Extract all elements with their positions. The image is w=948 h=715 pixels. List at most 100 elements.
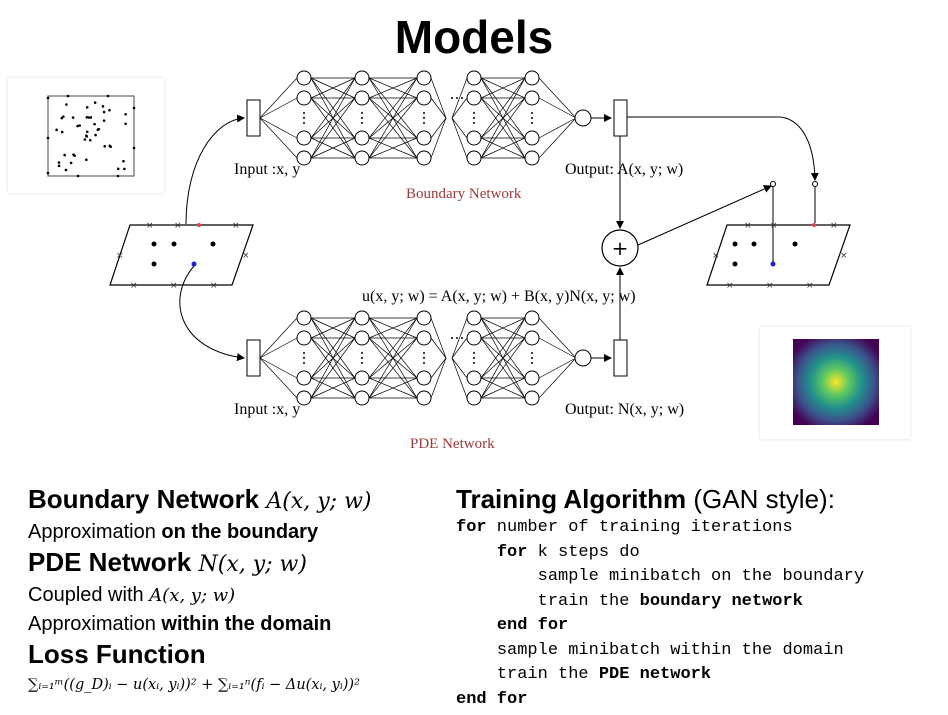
output-node [574, 109, 592, 127]
sample-point [123, 167, 126, 171]
sample-point [124, 112, 127, 116]
neuron-node [354, 390, 370, 406]
sum-node: + [601, 229, 639, 267]
sample-point [55, 128, 58, 132]
bottom-input-label: Input :x, y [234, 401, 301, 418]
neuron-node [354, 70, 370, 86]
neuron-node [524, 150, 540, 166]
algorithm-line: sample minibatch within the domain [496, 640, 844, 660]
output-layer-box [613, 99, 628, 137]
svg-text:×: × [232, 221, 240, 231]
algorithm-line: for k steps do [496, 542, 640, 562]
training-algorithm: Training Algorithm (GAN style): for numb… [456, 483, 946, 712]
sample-point [122, 159, 125, 163]
model-description: Boundary Network A(x, y; w) Approximatio… [28, 483, 448, 693]
sample-point [85, 158, 88, 161]
algorithm-line: end for [496, 616, 569, 635]
neuron-node [524, 310, 540, 326]
svg-text:×: × [840, 251, 848, 261]
neuron-node [296, 130, 312, 146]
pde-network-name: PDE Network [410, 436, 495, 452]
boundary-point [116, 174, 120, 178]
neuron-node [416, 130, 432, 146]
neuron-node [466, 330, 482, 346]
sample-point [97, 127, 101, 131]
input-layer-box [246, 99, 261, 137]
boundary-network-graph [246, 70, 628, 166]
input-layer-box [246, 339, 261, 377]
neuron-node [466, 130, 482, 146]
sample-point [101, 105, 105, 108]
composition-equation: u(x, y; w) = A(x, y; w) + B(x, y)N(x, y;… [362, 288, 636, 305]
svg-text:×: × [170, 281, 178, 291]
sample-point [57, 161, 61, 164]
neuron-node [416, 150, 432, 166]
sample-point [93, 122, 96, 126]
algorithm-title: Training Algorithm (GAN style): [456, 484, 835, 514]
top-input-label: Input :x, y [234, 161, 301, 178]
sample-point [85, 130, 89, 134]
neuron-node [296, 310, 312, 326]
boundary-point [106, 94, 110, 98]
svg-text:×: × [130, 281, 138, 291]
bottom-output-label: Output: N(x, y; w) [565, 401, 685, 418]
neuron-node [354, 330, 370, 346]
neuron-node [466, 150, 482, 166]
loss-formula: ∑ᵢ₌₁ᵐ((g_D)ᵢ − u(xᵢ, yᵢ))² + ∑ᵢ₌₁ⁿ(fᵢ − … [28, 677, 360, 693]
sample-point [71, 116, 75, 119]
neuron-node [466, 370, 482, 386]
coupled-line: Coupled with A(x, y; w) [28, 584, 236, 606]
neuron-node [354, 130, 370, 146]
neuron-node [466, 390, 482, 406]
sample-point [108, 108, 111, 112]
svg-text:×: × [242, 251, 250, 261]
pde-network-heading: PDE Network N(x, y; w) [28, 547, 307, 577]
neuron-node [466, 90, 482, 106]
boundary-network-symbol: A(x, y; w) [266, 489, 372, 514]
neuron-node [524, 90, 540, 106]
algorithm-code: for number of training iterations for k … [456, 516, 946, 712]
output-layer-box [613, 339, 628, 377]
pde-network-graph [246, 310, 628, 406]
neuron-node [354, 370, 370, 386]
sample-point [63, 153, 66, 157]
network-diagram: ××× ×× ××× ××× ×× ××× + [109, 70, 851, 406]
solution-heatmap [793, 339, 879, 425]
sample-points-plot [46, 94, 136, 178]
neuron-node [354, 90, 370, 106]
boundary-point [132, 106, 136, 110]
boundary-point [76, 174, 80, 178]
sample-point [108, 144, 112, 148]
sample-point [87, 116, 91, 119]
output-node [574, 349, 592, 367]
sample-point [57, 164, 61, 168]
svg-text:×: × [770, 221, 778, 231]
sample-point [102, 110, 106, 114]
sample-point [93, 101, 97, 104]
neuron-node [524, 390, 540, 406]
neuron-node [416, 310, 432, 326]
algorithm-line: train the boundary network [537, 591, 803, 611]
neuron-node [524, 130, 540, 146]
sample-point [69, 161, 73, 165]
svg-text:×: × [726, 281, 734, 291]
sample-point [65, 103, 68, 106]
neuron-node [296, 330, 312, 346]
neuron-node [296, 370, 312, 386]
sample-points-inset [8, 78, 164, 193]
svg-text:×: × [806, 281, 814, 291]
neuron-node [416, 90, 432, 106]
svg-text:×: × [830, 221, 838, 231]
boundary-point [132, 146, 136, 150]
boundary-network-heading: Boundary Network A(x, y; w) [28, 484, 372, 514]
boundary-point [46, 171, 50, 175]
algorithm-line: for number of training iterations [456, 518, 793, 537]
neuron-node [296, 150, 312, 166]
neuron-node [416, 390, 432, 406]
svg-text:×: × [210, 281, 218, 291]
neuron-node [524, 330, 540, 346]
sample-point [85, 134, 88, 138]
svg-text:×: × [744, 221, 752, 231]
neuron-node [466, 310, 482, 326]
neuron-node [296, 90, 312, 106]
